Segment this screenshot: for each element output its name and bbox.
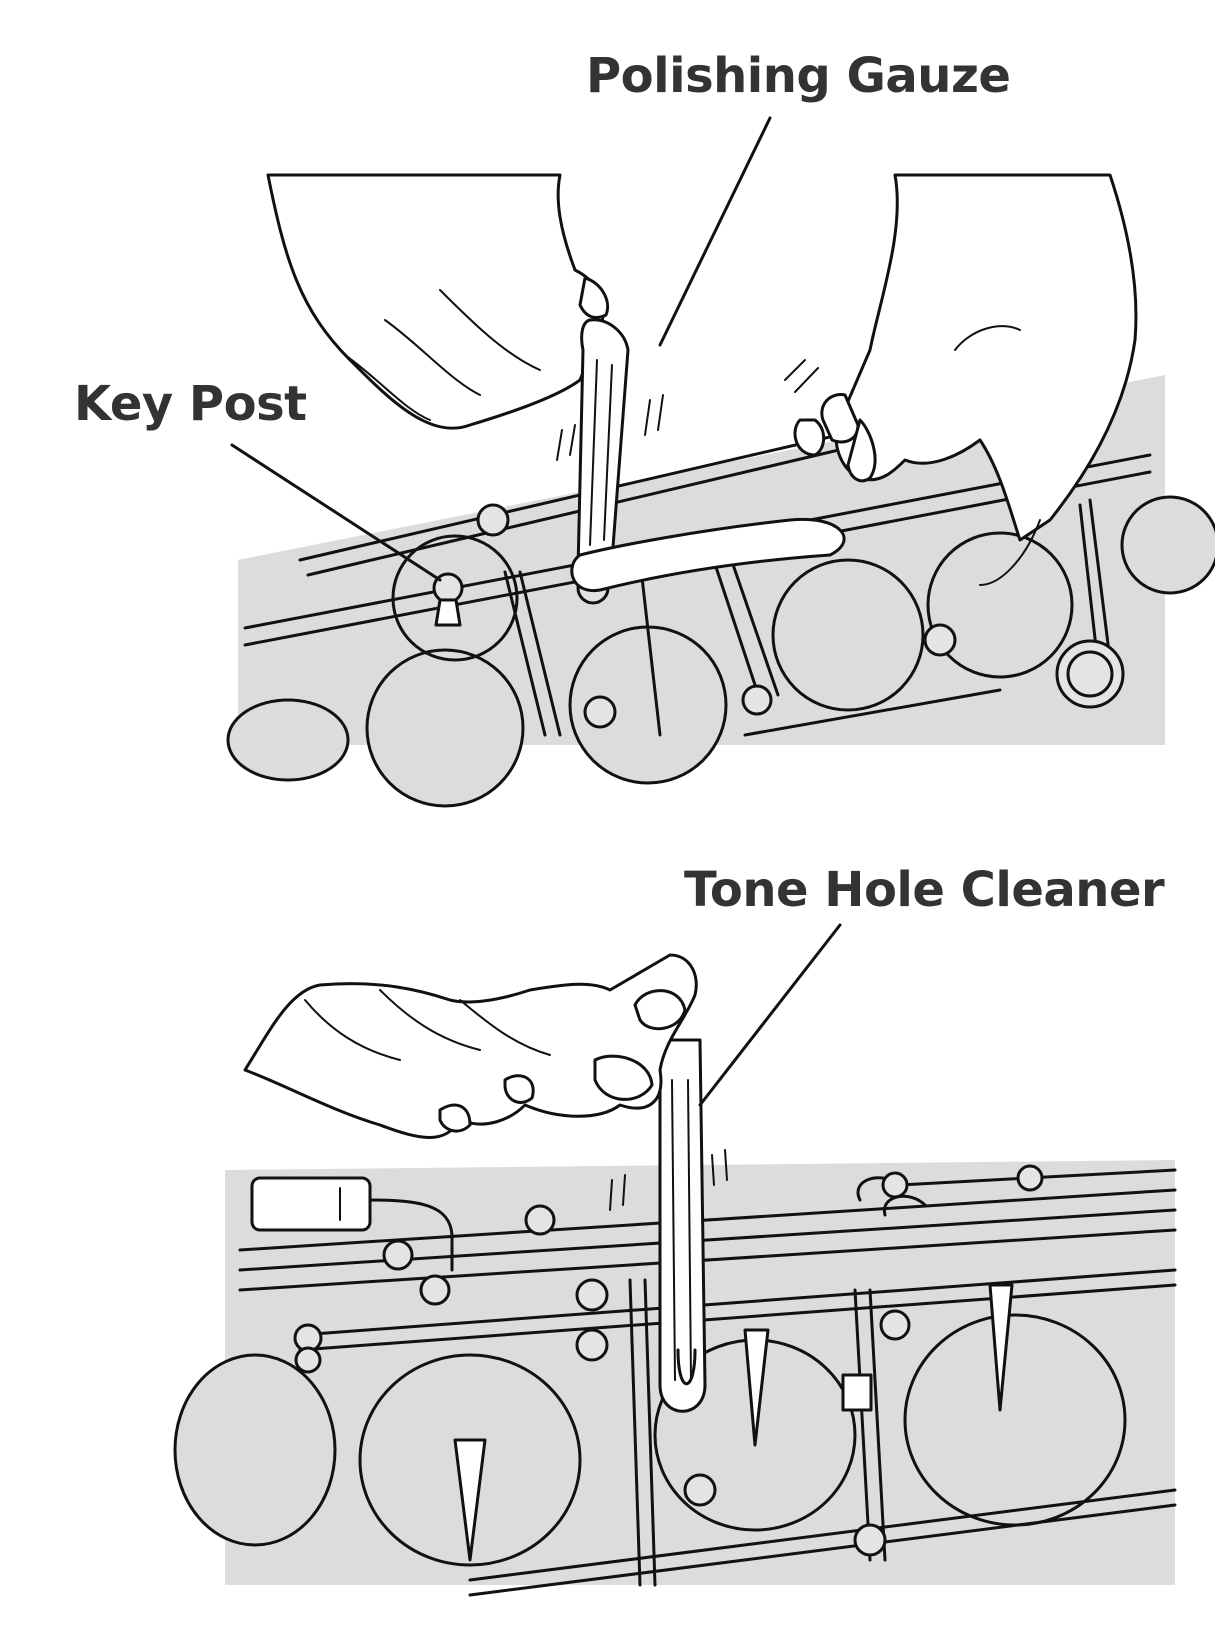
label-tone-hole-cleaner: Tone Hole Cleaner [684,862,1165,918]
key-post-highlight-circle [391,534,519,662]
motion-marks-bottom [609,1149,728,1211]
key-guides-bottom [250,1168,1177,1412]
leader-line-key-post [230,443,442,582]
label-polishing-gauze: Polishing Gauze [586,48,1011,104]
bottom-panel-tone-hole-scene [173,923,1177,1597]
tone-hole-cups-top [226,495,1215,808]
right-hand-top [834,173,1138,542]
leader-line-tone-hole-cleaner [698,923,842,1107]
key-levers-bottom [453,1283,1014,1562]
key-balls-top [476,503,1125,729]
key-post-part [432,572,464,627]
left-hand-top [266,173,605,430]
leader-line-polishing-gauze [658,116,772,347]
top-panel-polishing-scene [226,116,1215,808]
tone-hole-cleaner-tool [658,1038,707,1413]
key-balls-bottom [293,1164,1044,1557]
hand-bottom [243,953,698,1139]
label-key-post: Key Post [74,376,307,432]
motion-marks-top [556,359,819,461]
